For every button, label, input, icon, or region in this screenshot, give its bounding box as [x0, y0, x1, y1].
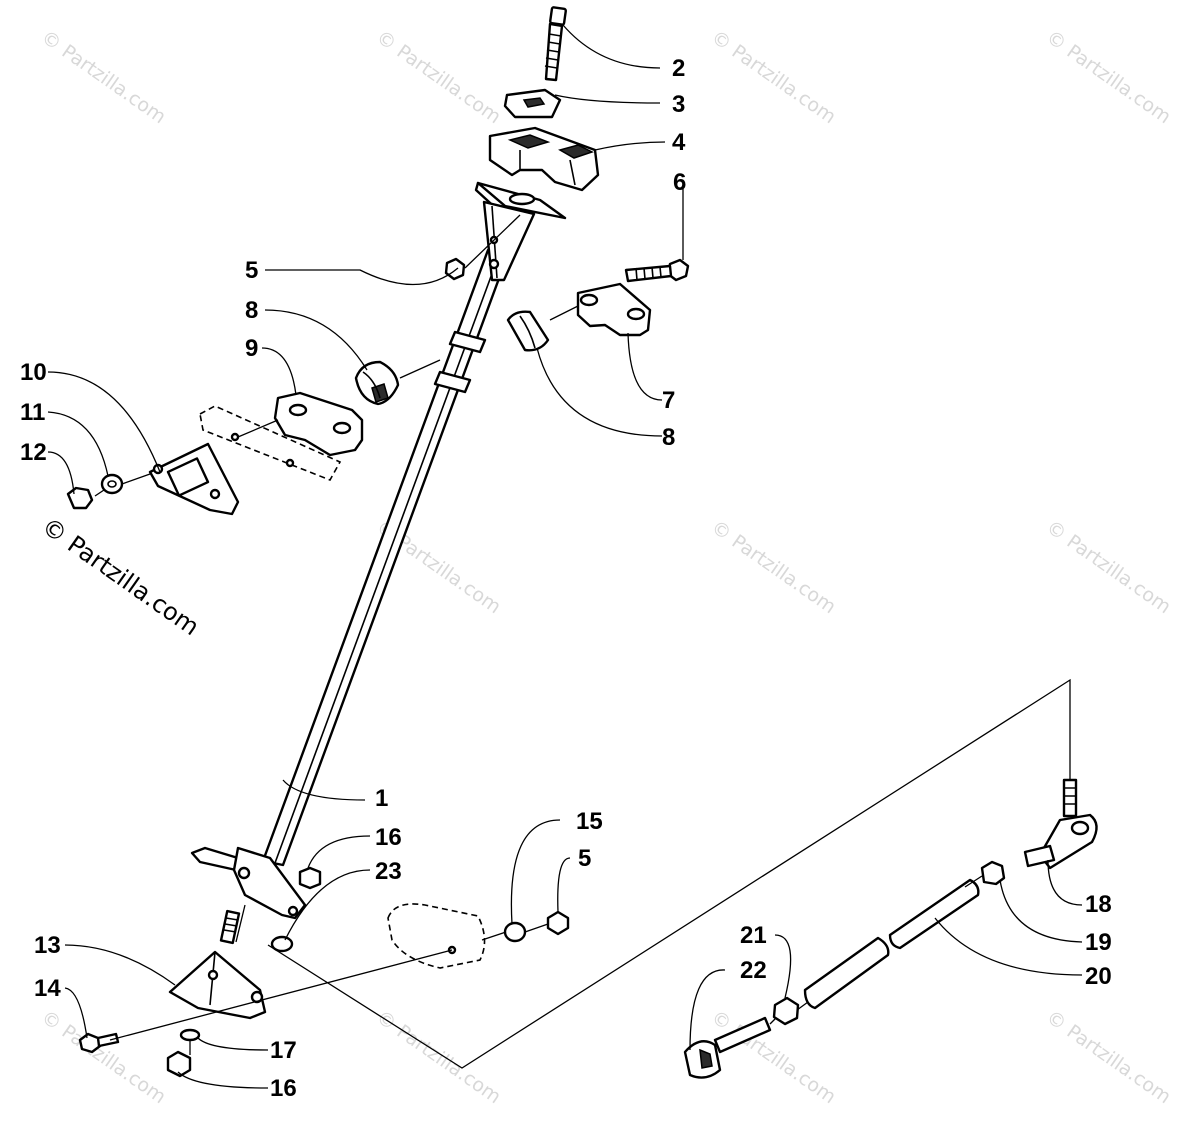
part-12-nut — [66, 486, 94, 510]
watermark: © Partzilla.com — [707, 516, 840, 618]
callout-label: 19 — [1085, 929, 1112, 956]
top-bracket — [474, 181, 567, 282]
mid-plate-outline — [387, 903, 486, 969]
watermarks: © Partzilla.com © Partzilla.com © Partzi… — [37, 26, 1175, 1108]
callout-label: 5 — [245, 257, 258, 284]
part-5-nut-lower — [546, 910, 570, 936]
callout-label: 23 — [375, 858, 402, 885]
tie-rod-assembly — [683, 778, 1098, 1079]
callout-label: 1 — [375, 785, 388, 812]
callout-label: 13 — [34, 932, 61, 959]
mount-plate-outline — [199, 405, 342, 482]
lower-bracket — [190, 846, 307, 945]
callout-label: 14 — [34, 975, 61, 1002]
callout-label: 5 — [578, 845, 591, 872]
callout-label: 11 — [20, 399, 45, 426]
watermark-main: © Partzilla.com — [37, 512, 205, 641]
watermark: © Partzilla.com — [372, 1006, 505, 1108]
part-2-bolt — [544, 6, 567, 82]
watermark: © Partzilla.com — [707, 26, 840, 128]
callout-label: 7 — [662, 387, 675, 414]
callout-label: 18 — [1085, 891, 1112, 918]
callout-label: 15 — [576, 808, 603, 835]
watermark: © Partzilla.com — [1042, 516, 1175, 618]
part-15-washer — [503, 921, 527, 943]
callout-label: 4 — [672, 129, 686, 156]
part-9-cap — [273, 391, 364, 457]
mount-plate-hole — [285, 458, 295, 468]
part-17-washer — [179, 1028, 201, 1042]
callout-label: 6 — [673, 169, 686, 196]
part-6-bolt — [624, 258, 690, 283]
callout-leaders — [47, 24, 1083, 1089]
callout-label: 2 — [672, 55, 685, 82]
callout-label: 10 — [20, 359, 47, 386]
callout-label: 22 — [740, 957, 767, 984]
mount-plate-hole — [230, 432, 240, 442]
watermark: © Partzilla.com — [37, 26, 170, 128]
part-16-nut-lower — [166, 1050, 192, 1078]
part-4-clamp-block — [488, 126, 600, 192]
callout-label: 16 — [270, 1075, 297, 1102]
callout-label: 17 — [270, 1037, 297, 1064]
part-7-cap — [576, 282, 652, 337]
part-10-plate — [148, 442, 240, 516]
callout-label: 12 — [20, 439, 47, 466]
part-8-bushing-left — [354, 360, 400, 406]
part-16-nut-upper — [298, 866, 322, 890]
part-3-clamp — [503, 88, 562, 119]
callout-labels: 1 2 3 4 5 5 6 7 8 8 9 10 11 12 13 14 15 … — [20, 55, 1112, 1102]
part-14-bolt — [78, 1032, 120, 1054]
watermark: © Partzilla.com — [37, 1006, 170, 1108]
steering-shaft — [261, 248, 510, 867]
callout-label: 16 — [375, 824, 402, 851]
connection-lines — [94, 214, 1071, 1069]
callout-label: 8 — [662, 424, 675, 451]
part-5-nut — [444, 257, 466, 281]
part-23-washer — [270, 935, 294, 953]
watermark: © Partzilla.com — [372, 26, 505, 128]
watermark: © Partzilla.com — [1042, 26, 1175, 128]
callout-label: 3 — [672, 91, 685, 118]
callout-label: 21 — [740, 922, 767, 949]
callout-label: 9 — [245, 335, 258, 362]
watermark: © Partzilla.com — [1042, 1006, 1175, 1108]
callout-label: 20 — [1085, 963, 1112, 990]
part-11-washer — [100, 473, 124, 495]
part-13-bracket — [168, 950, 267, 1020]
callout-label: 8 — [245, 297, 258, 324]
part-8-bushing-right — [506, 310, 550, 352]
